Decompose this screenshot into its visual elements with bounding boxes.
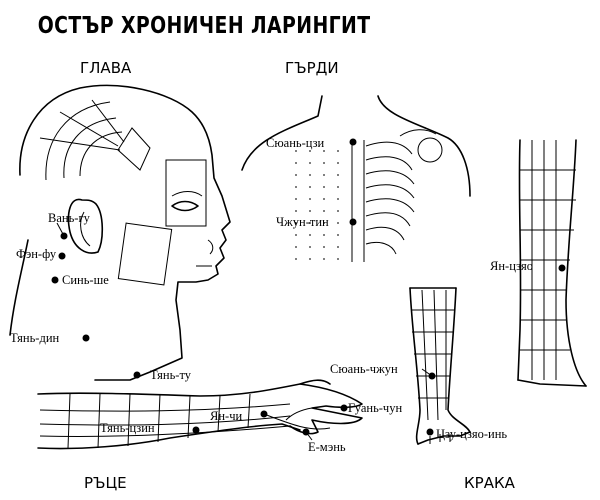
- head-points: Вань-гу Фэн-фу Синь-ше Тянь-дин Тянь-ту: [10, 211, 192, 382]
- point-sin-she-marker: [51, 276, 59, 284]
- point-syuan-tszi-marker: [349, 138, 357, 146]
- diagram-title: ОСТЪР ХРОНИЧЕН ЛАРИНГИТ: [38, 11, 371, 38]
- point-fen-fu-marker: [58, 252, 66, 260]
- point-chzhun-tin-marker: [349, 218, 357, 226]
- point-tyan-tszin-marker: [192, 426, 200, 434]
- section-label-chest: ГЪРДИ: [285, 59, 339, 77]
- point-yan-tszyao-marker: [558, 264, 566, 272]
- leg-front-figure: [409, 287, 471, 445]
- section-label-legs: КРАКА: [464, 474, 516, 492]
- point-yan-chi-marker: [260, 410, 268, 418]
- section-label-head: ГЛАВА: [80, 59, 132, 77]
- leg-front-points: Сюань-чжун Цзу-цзяо-инь: [330, 362, 507, 441]
- point-label-syuan-chzhun: Сюань-чжун: [330, 362, 398, 376]
- arm-points: Ян-чи Гуань-чун Тянь-цзин Е-мэнь: [100, 401, 402, 454]
- point-label-chzhun-tin: Чжун-тин: [276, 215, 329, 229]
- section-label-arms: РЪЦЕ: [84, 474, 127, 492]
- chest-figure: [241, 95, 471, 262]
- point-label-fen-fu: Фэн-фу: [16, 247, 57, 261]
- point-label-tyan-tszin: Тянь-цзин: [100, 421, 155, 435]
- point-tyan-tu-marker: [133, 371, 141, 379]
- point-label-tszu-tszyao-in: Цзу-цзяо-инь: [436, 427, 507, 441]
- point-label-e-men: Е-мэнь: [308, 440, 346, 454]
- point-label-guan-chun: Гуань-чун: [348, 401, 402, 415]
- point-tszu-tszyao-in-marker: [426, 428, 434, 436]
- leg-side-figure: [517, 139, 587, 387]
- point-label-sin-she: Синь-ше: [62, 273, 109, 287]
- arm-figure: [37, 379, 363, 450]
- head-figure: [9, 84, 231, 381]
- point-label-tyan-tu: Тянь-ту: [150, 368, 192, 382]
- point-tyan-din-marker: [82, 334, 90, 342]
- point-label-van-gu: Вань-гу: [48, 211, 91, 225]
- leg-side-points: Ян-цзяо: [490, 259, 566, 273]
- point-label-syuan-tszi: Сюань-цзи: [266, 136, 325, 150]
- point-label-tyan-din: Тянь-дин: [10, 331, 60, 345]
- point-label-yan-tszyao: Ян-цзяо: [490, 259, 533, 273]
- point-guan-chun-marker: [340, 404, 348, 412]
- point-label-yan-chi: Ян-чи: [210, 409, 242, 423]
- chest-points: Сюань-цзи Чжун-тин: [266, 136, 357, 229]
